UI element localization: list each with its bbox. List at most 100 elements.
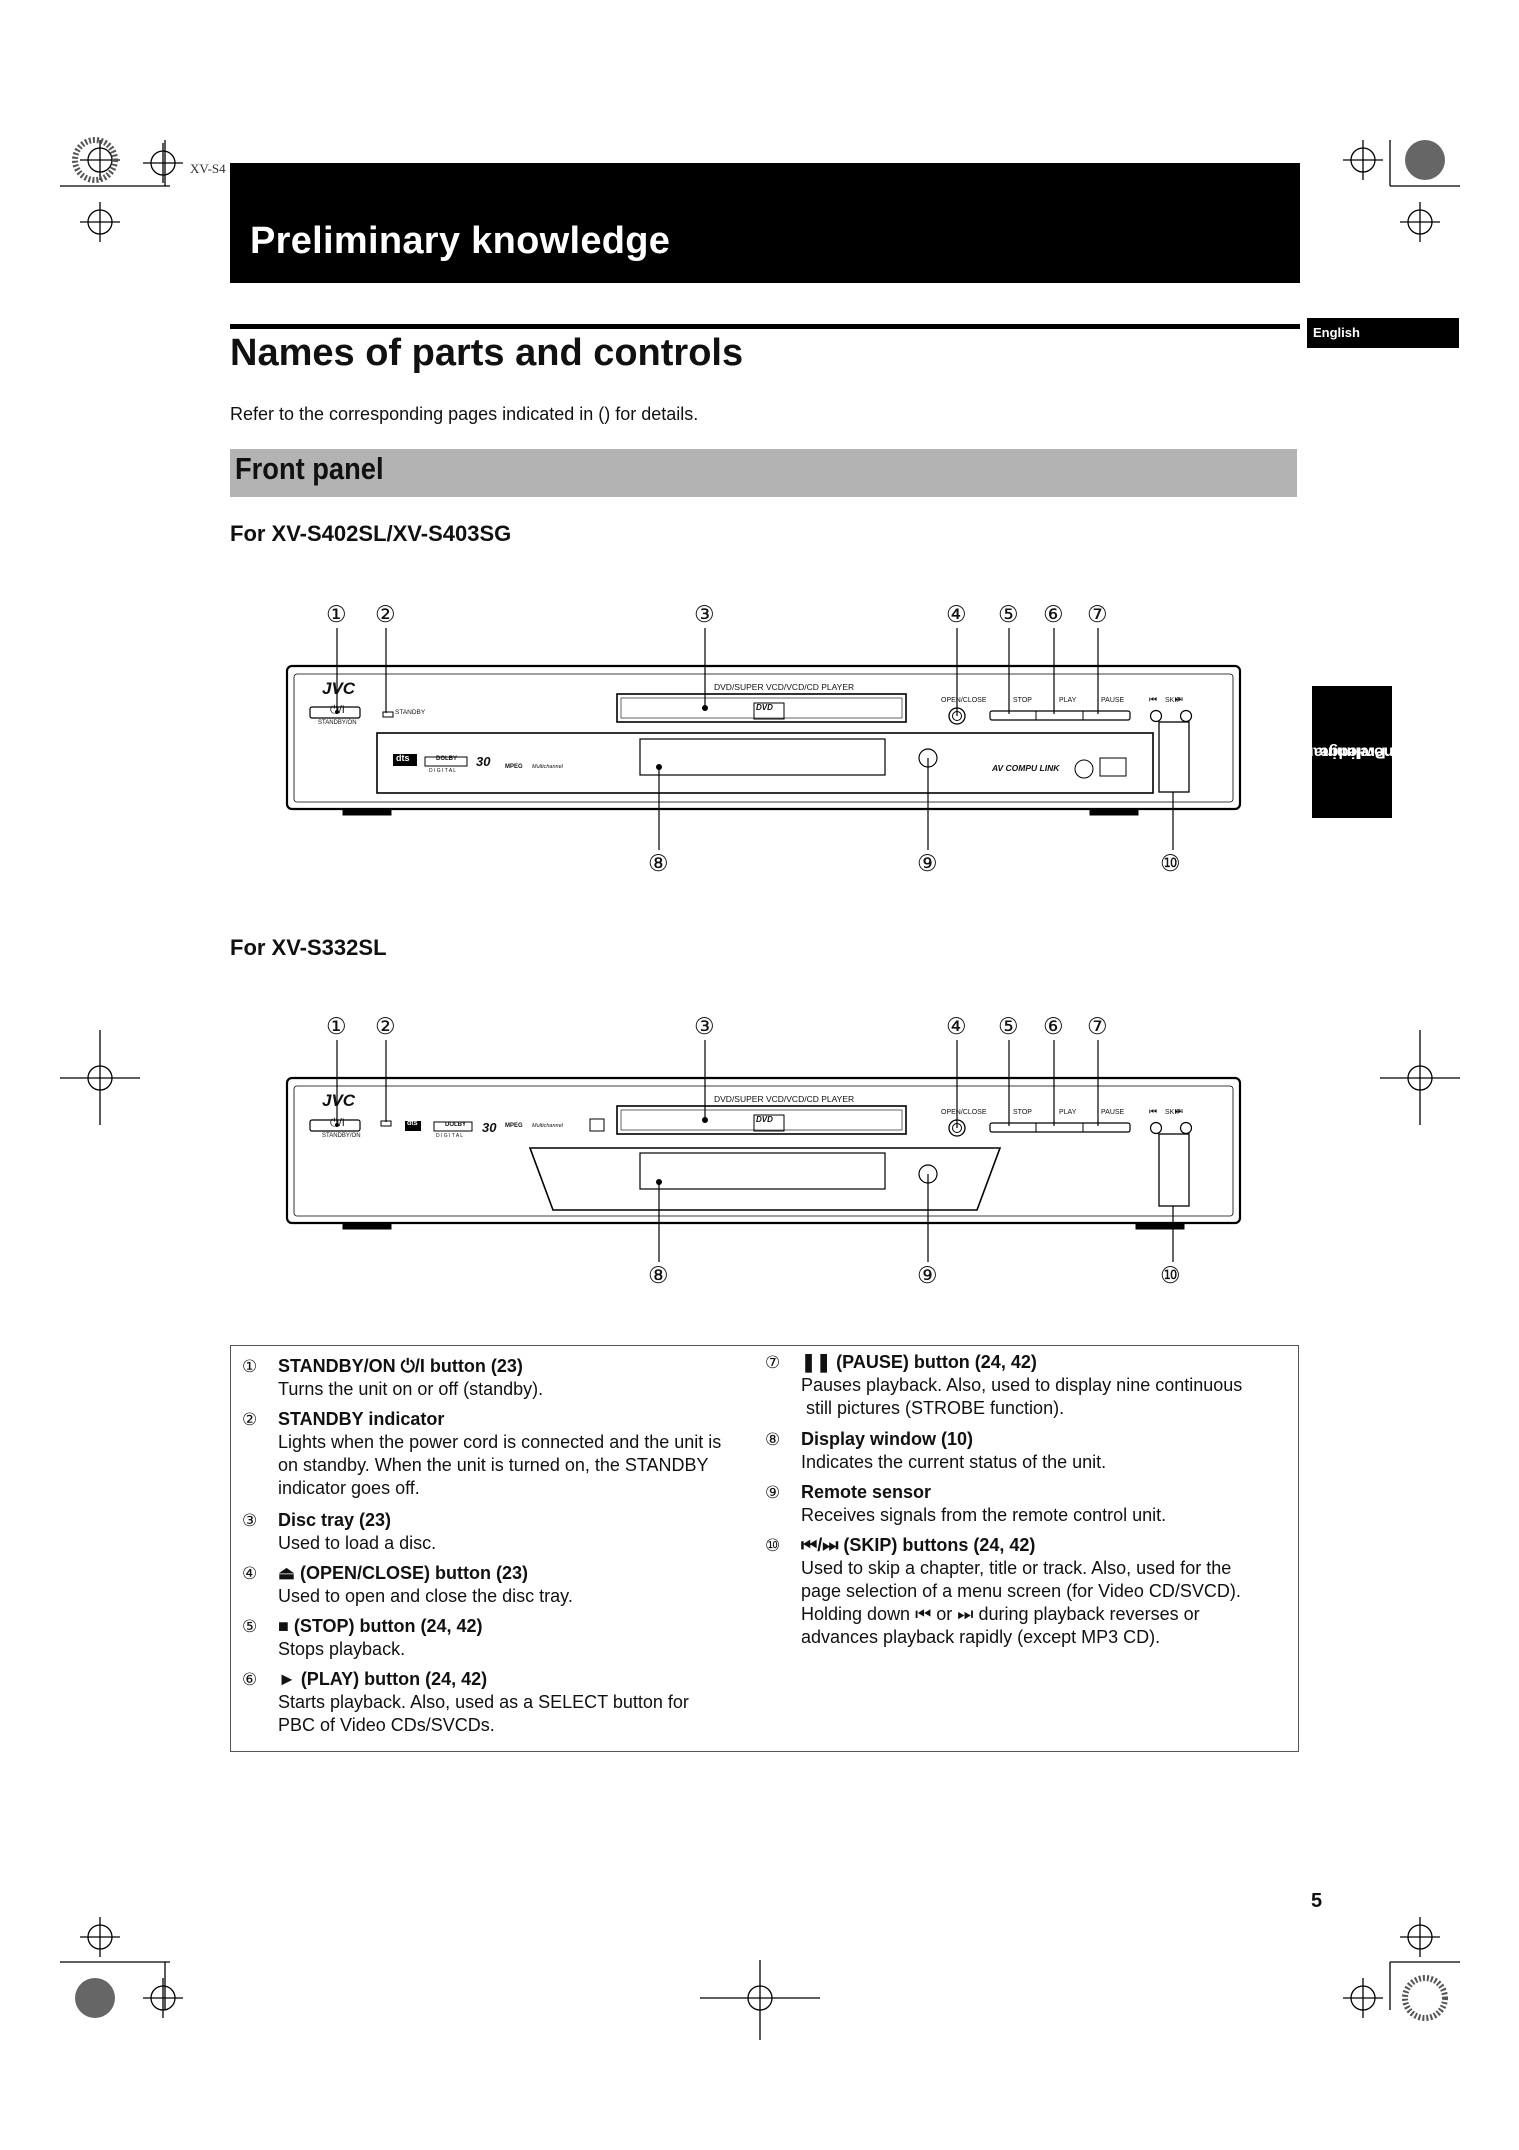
intro-text: Refer to the corresponding pages indicat…	[230, 404, 699, 424]
skip-icons-1: ⏮ ⏭	[1149, 694, 1183, 704]
dts-logo-1: dts	[396, 753, 410, 763]
title-rule	[230, 324, 1300, 329]
callout-9: ⑨	[917, 850, 938, 876]
play-label-1: PLAY	[1059, 697, 1077, 704]
skip-label-2: SKIP	[1165, 1109, 1181, 1116]
desc-heading: Remote sensor	[801, 1482, 932, 1502]
thirty-logo-1: 30	[476, 754, 491, 769]
player-type-label-2: DVD/SUPER VCD/VCD/CD PLAYER	[714, 1094, 855, 1104]
desc-line: Holding down ⏮ or ⏭ during playback reve…	[801, 1604, 1200, 1624]
desc-line: Indicates the current status of the unit…	[801, 1452, 1107, 1472]
desc-number: ③	[242, 1511, 258, 1530]
chapter-title: Preliminary knowledge	[250, 220, 671, 262]
pause-label-1: PAUSE	[1101, 697, 1125, 704]
multichannel-logo-2: Multichannel	[532, 1123, 563, 1129]
desc-heading: Disc tray (23)	[278, 1510, 392, 1530]
desc-line: Used to load a disc.	[278, 1533, 437, 1553]
desc-number: ②	[242, 1410, 258, 1429]
thirty-logo-2: 30	[482, 1120, 497, 1135]
desc-line: indicator goes off.	[278, 1478, 420, 1498]
desc-number: ⑩	[765, 1536, 781, 1555]
description-box	[230, 1345, 1299, 1752]
dvd-logo-2: DVD	[756, 1115, 773, 1124]
side-tab	[1312, 686, 1392, 818]
callout-4: ④	[946, 601, 967, 627]
callout-7: ⑦	[1087, 1013, 1108, 1039]
skip-label-1: SKIP	[1165, 697, 1181, 704]
stop-label-2: STOP	[1013, 1109, 1032, 1116]
standby-on-label-1: STANDBY/ON	[318, 720, 357, 726]
desc-heading: Display window (10)	[801, 1429, 974, 1449]
desc-line: Starts playback. Also, used as a SELECT …	[278, 1692, 689, 1712]
callout-8: ⑧	[648, 1262, 669, 1288]
compu-link-logo-1: AV COMPU LINK	[992, 763, 1060, 773]
multichannel-logo-1: Multichannel	[532, 764, 563, 770]
mpeg-logo-2: MPEG	[505, 1123, 523, 1129]
desc-heading: ► (PLAY) button (24, 42)	[278, 1669, 488, 1689]
desc-heading: ■ (STOP) button (24, 42)	[278, 1616, 483, 1636]
callout-6: ⑥	[1043, 1013, 1064, 1039]
digital-label-2: D I G I T A L	[436, 1133, 464, 1139]
standby-on-label-2: STANDBY/ON	[322, 1133, 361, 1139]
digital-label-1: D I G I T A L	[429, 768, 457, 774]
desc-number: ④	[242, 1564, 258, 1583]
desc-heading: ⏮/⏭ (SKIP) buttons (24, 42)	[801, 1535, 1036, 1555]
pause-label-2: PAUSE	[1101, 1109, 1125, 1116]
dts-logo-2: dts	[407, 1120, 418, 1127]
section-band	[230, 449, 1297, 497]
brand-logo-2: JVC	[322, 1091, 356, 1110]
power-icon-2: ⏻/I	[330, 1117, 345, 1129]
callout-3: ③	[694, 1013, 715, 1039]
front-panel-2-marks	[335, 1114, 785, 1185]
callout-5: ⑤	[998, 1013, 1019, 1039]
desc-heading: ⏏ (OPEN/CLOSE) button (23)	[278, 1563, 528, 1583]
page-title: Names of parts and controls	[230, 332, 744, 374]
desc-line: Used to open and close the disc tray.	[278, 1586, 573, 1606]
job-code: XV-S4	[190, 161, 226, 176]
standby-label-1: STANDBY	[395, 709, 426, 716]
callout-6: ⑥	[1043, 601, 1064, 627]
brand-logo-1: JVC	[322, 679, 356, 698]
desc-number: ①	[242, 1357, 258, 1376]
model-heading-2: For XV-S332SL	[230, 935, 387, 960]
callout-10: ⑩	[1160, 1262, 1181, 1288]
desc-line: Used to skip a chapter, title or track. …	[801, 1558, 1232, 1578]
callout-2: ②	[375, 601, 396, 627]
desc-line: advances playback rapidly (except MP3 CD…	[801, 1627, 1161, 1647]
desc-line: Lights when the power cord is connected …	[278, 1432, 722, 1452]
front-panel-1-marks	[335, 702, 1127, 779]
desc-heading: STANDBY indicator	[278, 1409, 445, 1429]
desc-number: ⑤	[242, 1617, 258, 1636]
callout-2: ②	[375, 1013, 396, 1039]
desc-line: page selection of a menu screen (for Vid…	[801, 1581, 1241, 1601]
callout-7: ⑦	[1087, 601, 1108, 627]
front-panel-diagram-1	[285, 628, 1242, 850]
desc-line: PBC of Video CDs/SVCDs.	[278, 1715, 495, 1735]
desc-line: on standby. When the unit is turned on, …	[278, 1455, 709, 1475]
power-icon-1: ⏻/I	[330, 704, 345, 716]
front-panel-diagram-2	[285, 1040, 1242, 1262]
callout-9: ⑨	[917, 1262, 938, 1288]
callout-1: ①	[326, 1013, 347, 1039]
open-close-label-2: OPEN/CLOSE	[941, 1109, 987, 1116]
mpeg-logo-1: MPEG	[505, 764, 523, 770]
desc-line: Receives signals from the remote control…	[801, 1505, 1167, 1525]
open-close-label-1: OPEN/CLOSE	[941, 697, 987, 704]
stop-label-1: STOP	[1013, 697, 1032, 704]
callout-10: ⑩	[1160, 850, 1181, 876]
callout-4: ④	[946, 1013, 967, 1039]
desc-heading: ❚❚ (PAUSE) button (24, 42)	[801, 1352, 1037, 1372]
callout-5: ⑤	[998, 601, 1019, 627]
desc-number: ⑨	[765, 1483, 781, 1502]
player-type-label-1: DVD/SUPER VCD/VCD/CD PLAYER	[714, 682, 855, 692]
desc-heading: STANDBY/ON ⏻/I button (23)	[278, 1356, 523, 1376]
language-tab: English	[1307, 318, 1459, 348]
callout-8: ⑧	[648, 850, 669, 876]
dolby-logo-1: DOLBY	[436, 756, 457, 762]
desc-number: ⑥	[242, 1670, 258, 1689]
model-heading-1: For XV-S402SL/XV-S403SG	[230, 521, 512, 546]
dvd-logo-1: DVD	[756, 703, 773, 712]
play-label-2: PLAY	[1059, 1109, 1077, 1116]
